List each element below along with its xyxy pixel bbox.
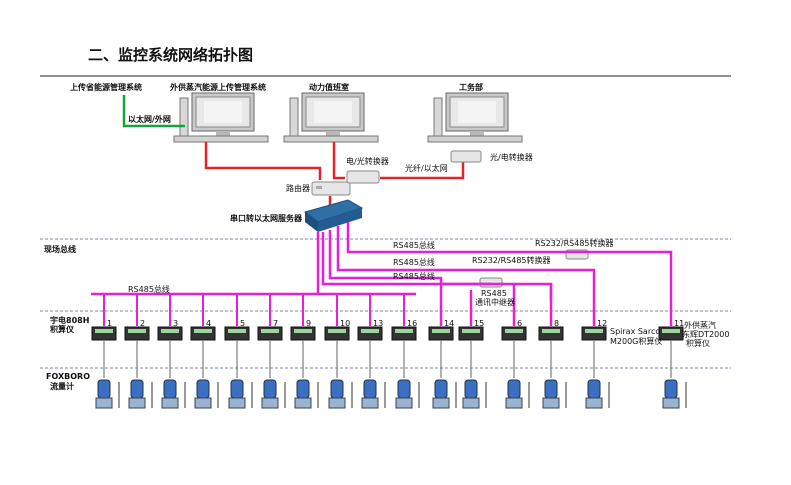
- integrator-meter: [391, 326, 417, 341]
- integrator-meter: [428, 326, 454, 341]
- flowmeter: [95, 379, 113, 409]
- label-optical-electrical: 光/电转换器: [490, 153, 533, 162]
- label-rs232-2: RS232/RS485转换器: [472, 256, 551, 265]
- label-rs232-1: RS232/RS485转换器: [535, 239, 614, 248]
- meter-number: 12: [597, 319, 608, 328]
- router-device: [311, 181, 351, 196]
- integrator-meter: [581, 326, 607, 341]
- flowmeter: [542, 379, 560, 409]
- flowmeter: [128, 379, 146, 409]
- flowmeter: [161, 379, 179, 409]
- flowmeter: [585, 379, 603, 409]
- label-fiber: 光纤/以太网: [405, 164, 448, 173]
- integrator-meter: [190, 326, 216, 341]
- rs232-converter-device-2: [479, 277, 503, 288]
- label-dt2000-3: 积算仪: [686, 339, 710, 348]
- flowmeter: [328, 379, 346, 409]
- meter-number: 1: [107, 319, 113, 328]
- meter-number: 2: [140, 319, 146, 328]
- flowmeter: [261, 379, 279, 409]
- bus-drop-3: [321, 232, 553, 300]
- computer-middle: [283, 92, 379, 143]
- flowmeter: [194, 379, 212, 409]
- flowmeter: [395, 379, 413, 409]
- label-dt2000-1: 外供蒸汽: [684, 321, 716, 330]
- label-integrator-2: 积算仪: [50, 325, 74, 334]
- label-ethernet-external: 以太网/外网: [128, 115, 171, 124]
- meter-number: 4: [206, 319, 212, 328]
- label-integrator-1: 宇电808H: [50, 316, 90, 325]
- label-flowmeter-2: 流量计: [50, 382, 74, 391]
- label-electro-optical: 电/光转换器: [346, 157, 389, 166]
- meter-number: 3: [173, 319, 179, 328]
- integrator-meter: [124, 326, 150, 341]
- bus-drop-3b: [328, 230, 443, 326]
- label-rs485-3: RS485总线: [393, 272, 435, 281]
- label-middle: 动力值班室: [309, 83, 349, 92]
- ethernet-middle-to-converter: [332, 142, 345, 180]
- integrator-meter: [91, 326, 117, 341]
- label-spirax-2: M200G积算仪: [610, 337, 663, 346]
- computer-left: [173, 92, 269, 143]
- meter-number: 6: [517, 319, 523, 328]
- label-right: 工务部: [459, 83, 483, 92]
- flowmeter: [228, 379, 246, 409]
- label-left-upper: 上传省能源管理系统: [70, 83, 142, 92]
- meter-number: 7: [273, 319, 279, 328]
- rs485-bus-lines: [91, 222, 673, 326]
- label-flowmeter-1: FOXBORO: [46, 372, 91, 381]
- integrator-meter: [501, 326, 527, 341]
- flowmeter: [432, 379, 450, 409]
- ethernet-external-link: [122, 95, 185, 128]
- integrator-meters: [91, 326, 684, 378]
- integrator-meter: [538, 326, 564, 341]
- label-rs485-2: RS485总线: [393, 258, 435, 267]
- meter-number: 10: [340, 319, 351, 328]
- label-dt2000-2: 东辉DT2000: [682, 330, 730, 339]
- label-left-main: 外供蒸汽能源上传管理系统: [170, 83, 266, 92]
- bus-drop-1: [346, 222, 673, 326]
- ethernet-left-to-router: [204, 142, 322, 180]
- bus-drop-2: [336, 226, 596, 326]
- meter-number: 14: [444, 319, 455, 328]
- flowmeter: [462, 379, 480, 409]
- integrator-meter: [458, 326, 484, 341]
- meter-number: 13: [373, 319, 384, 328]
- label-spirax-1: Spirax Sarco: [610, 327, 661, 336]
- meter-number: 5: [240, 319, 246, 328]
- meter-number: 9: [306, 319, 312, 328]
- meter-number: 15: [474, 319, 485, 328]
- flowmeters: [95, 379, 687, 409]
- label-router: 路由器: [286, 184, 310, 193]
- label-field-bus: 现场总线: [44, 245, 76, 254]
- integrator-meter: [324, 326, 350, 341]
- integrator-meter: [224, 326, 250, 341]
- meter-number: 16: [407, 319, 418, 328]
- integrator-meter: [357, 326, 383, 341]
- integrator-meter: [257, 326, 283, 341]
- label-rs485-1: RS485总线: [393, 241, 435, 250]
- flowmeter: [361, 379, 379, 409]
- flowmeter: [505, 379, 523, 409]
- integrator-meter: [157, 326, 183, 341]
- computer-right: [427, 92, 523, 143]
- label-repeater-1: RS485: [481, 289, 507, 298]
- label-repeater-2: 通讯中继器: [475, 298, 515, 307]
- flowmeter: [294, 379, 312, 409]
- meter-number: 11: [674, 319, 685, 328]
- integrator-meter: [290, 326, 316, 341]
- label-serial-server: 串口转以太网服务器: [230, 214, 302, 223]
- serial-server-device: [303, 199, 364, 232]
- integrator-meter: [658, 326, 684, 341]
- fiber-right: [380, 162, 465, 180]
- meter-number: 8: [554, 319, 560, 328]
- flowmeter: [662, 379, 680, 409]
- page-title: 二、监控系统网络拓扑图: [88, 46, 254, 64]
- label-rs485-main: RS485总线: [128, 285, 170, 294]
- optical-electrical-converter-device: [450, 150, 482, 163]
- electro-optical-converter-device: [346, 170, 380, 184]
